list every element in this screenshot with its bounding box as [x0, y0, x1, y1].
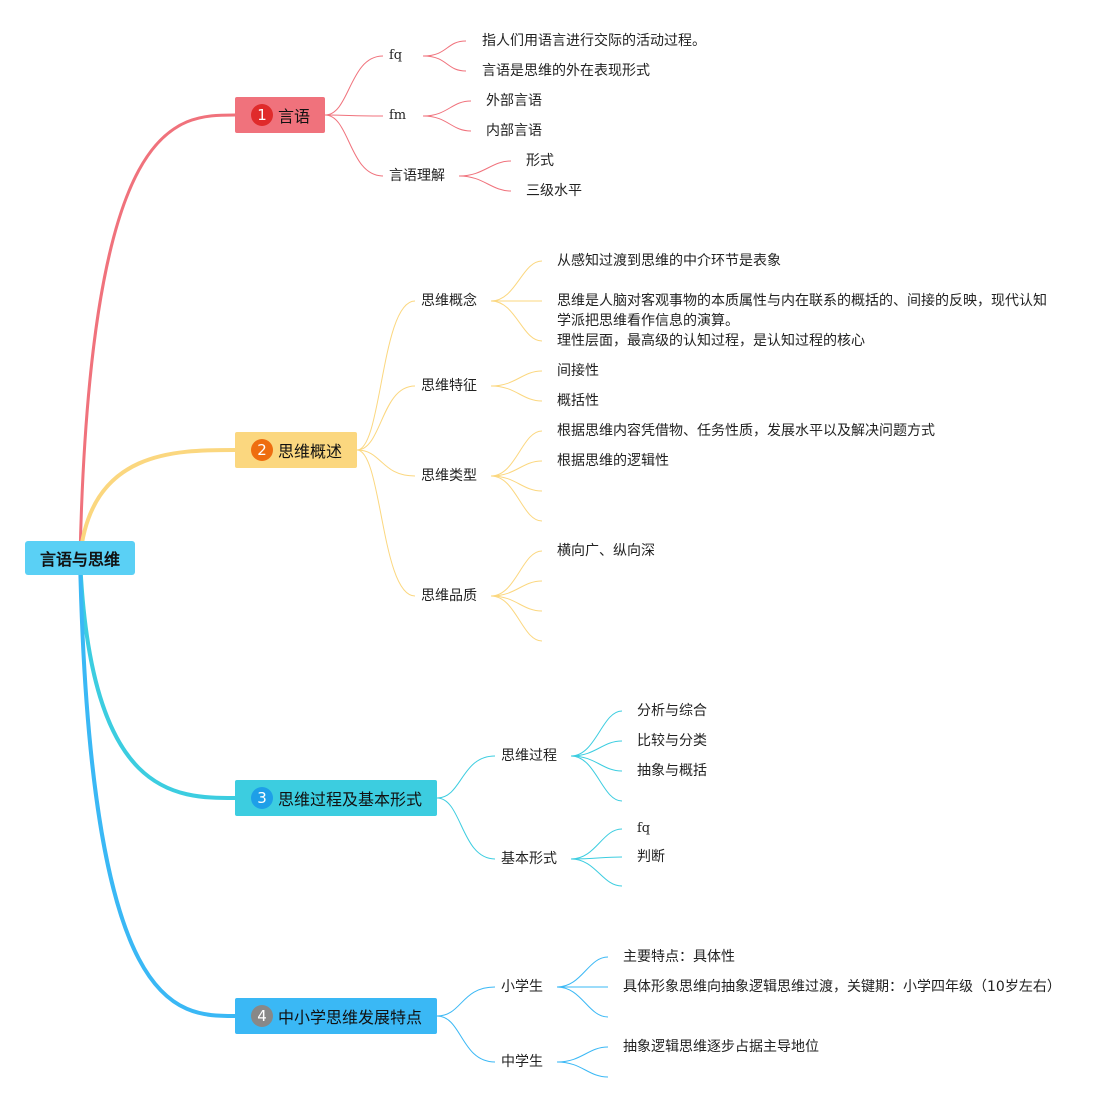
branch-1-node[interactable]: 1 言语: [235, 97, 325, 133]
topic-node[interactable]: fm: [389, 108, 407, 123]
leaf-node[interactable]: 理性层面，最高级的认知过程，是认知过程的核心: [557, 333, 865, 349]
branch-3-child-2-link: [436, 797, 496, 860]
topic-node[interactable]: 思维类型: [421, 468, 477, 484]
topic-node[interactable]: 思维过程: [501, 748, 557, 764]
leaf-link: [570, 755, 623, 772]
branch-2-child-2-link: [356, 385, 416, 451]
leaf-link: [422, 115, 472, 132]
leaf-node[interactable]: 从感知过渡到思维的中介环节是表象: [557, 253, 781, 269]
leaf-node[interactable]: 间接性: [557, 363, 599, 379]
root-label: 言语与思维: [39, 550, 120, 569]
leaf-link: [570, 740, 623, 757]
branch-1-child-2-link: [324, 114, 384, 117]
branch-2-link: [78, 448, 236, 559]
branch-2-node[interactable]: 2 思维概述: [235, 432, 357, 468]
branch-2-child-3-link: [356, 449, 416, 477]
branch-1-child-3-link: [324, 114, 384, 177]
leaf-node[interactable]: 形式: [526, 153, 554, 169]
branch-4-link: [78, 557, 236, 1018]
topic-node[interactable]: 思维概念: [421, 293, 477, 309]
leaf-link: [570, 858, 623, 887]
branch-4-label: 中小学思维发展特点: [278, 1008, 423, 1027]
branch-4-child-1-link: [436, 986, 496, 1017]
branch-2-label: 思维概述: [278, 442, 343, 461]
leaf-node[interactable]: 比较与分类: [637, 733, 707, 749]
branch-3-link: [78, 557, 236, 800]
leaf-node[interactable]: 判断: [637, 849, 665, 865]
leaf-link: [490, 595, 543, 642]
leaf-node[interactable]: 横向广、纵向深: [557, 543, 655, 559]
root-node[interactable]: 言语与思维: [25, 541, 135, 575]
leaf-node[interactable]: 分析与综合: [637, 703, 707, 719]
leaf-link: [570, 828, 623, 860]
leaf-link: [570, 710, 623, 757]
topic-node[interactable]: 思维品质: [421, 588, 477, 604]
branch-4-node[interactable]: 4 中小学思维发展特点: [235, 998, 437, 1034]
leaf-link: [490, 260, 543, 302]
leaf-link: [490, 370, 543, 387]
branch-4-number-badge: 4: [251, 1005, 273, 1027]
topic-node[interactable]: 中学生: [501, 1054, 543, 1070]
leaf-link: [490, 300, 543, 342]
leaf-link: [556, 956, 609, 988]
topic-node[interactable]: 言语理解: [389, 168, 445, 184]
leaf-node[interactable]: 具体形象思维向抽象逻辑思维过渡，关键期：小学四年级（10岁左右）: [623, 979, 1061, 995]
leaf-node[interactable]: 根据思维内容凭借物、任务性质，发展水平以及解决问题方式: [557, 423, 935, 439]
leaf-link: [556, 986, 609, 1018]
branch-1-link: [78, 113, 236, 559]
leaf-link: [458, 175, 512, 192]
branch-3-child-1-link: [436, 755, 496, 799]
leaf-node[interactable]: 指人们用语言进行交际的活动过程。: [482, 33, 706, 49]
leaf-node[interactable]: 概括性: [557, 393, 599, 409]
leaf-link: [556, 1061, 609, 1078]
leaf-link: [556, 1046, 609, 1063]
leaf-node[interactable]: 主要特点：具体性: [623, 949, 735, 965]
leaf-link: [490, 475, 543, 522]
leaf-link: [458, 160, 512, 177]
leaf-node[interactable]: 抽象逻辑思维逐步占据主导地位: [623, 1039, 819, 1055]
leaf-link: [570, 755, 623, 802]
leaf-link: [490, 430, 543, 477]
branch-1-label: 言语: [278, 107, 311, 126]
leaf-node[interactable]: 抽象与概括: [637, 763, 707, 779]
branch-3-label: 思维过程及基本形式: [278, 790, 423, 809]
branch-2-child-4-link: [356, 449, 416, 597]
topic-node[interactable]: 基本形式: [501, 851, 557, 867]
branch-3-node[interactable]: 3 思维过程及基本形式: [235, 780, 437, 816]
leaf-link: [490, 580, 543, 597]
topic-node[interactable]: 小学生: [501, 979, 543, 995]
branch-1-number-badge: 1: [251, 104, 273, 126]
leaf-link: [490, 460, 543, 477]
branch-4-child-2-link: [436, 1015, 496, 1063]
topic-node[interactable]: 思维特征: [421, 378, 477, 394]
leaf-node[interactable]: fq: [637, 821, 651, 836]
topic-node[interactable]: fq: [389, 48, 403, 63]
leaf-node[interactable]: 思维是人脑对客观事物的本质属性与内在联系的概括的、间接的反映，现代认知学派把思维…: [557, 293, 1047, 329]
leaf-link: [422, 40, 467, 57]
leaf-link: [570, 856, 623, 860]
leaf-link: [490, 475, 543, 492]
branch-2-child-1-link: [356, 300, 416, 451]
branch-2-number-badge: 2: [251, 439, 273, 461]
leaf-link: [422, 100, 472, 117]
branch-1-child-1-link: [324, 55, 384, 116]
leaf-link: [490, 595, 543, 612]
leaf-link: [422, 55, 467, 72]
leaf-link: [490, 385, 543, 402]
leaf-node[interactable]: 外部言语: [486, 93, 542, 109]
leaf-node[interactable]: 内部言语: [486, 123, 542, 139]
branch-3-number-badge: 3: [251, 787, 273, 809]
leaf-link: [490, 550, 543, 597]
leaf-node[interactable]: 三级水平: [526, 183, 582, 199]
leaf-node[interactable]: 根据思维的逻辑性: [557, 453, 669, 469]
leaf-node[interactable]: 言语是思维的外在表现形式: [482, 63, 650, 79]
